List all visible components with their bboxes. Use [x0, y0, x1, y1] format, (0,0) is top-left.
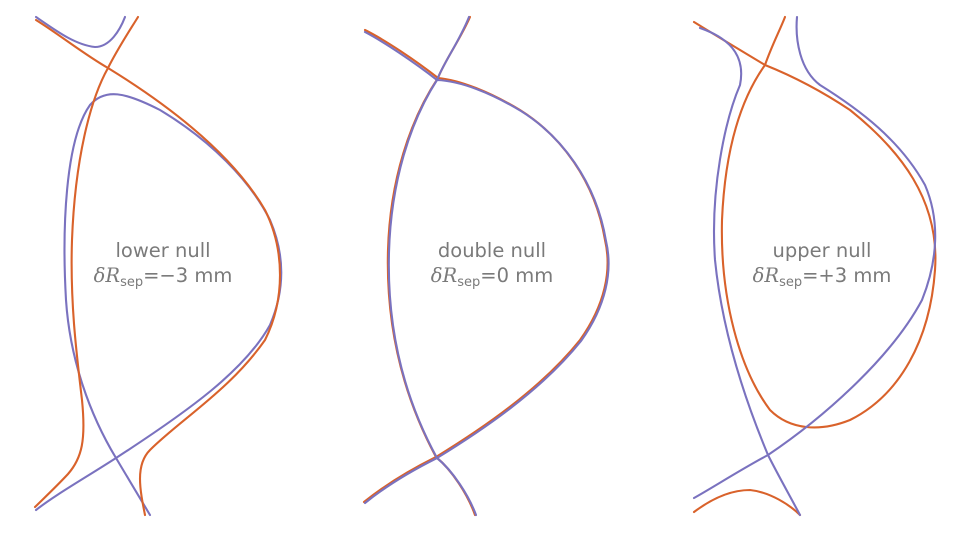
separatrix-purple-leg-lr	[435, 456, 478, 517]
panel-value: δRsep=−3 mm	[94, 264, 233, 290]
separatrix-orange-leg-upper-left	[34, 18, 110, 70]
separatrix-orange-core	[720, 63, 937, 429]
separatrix-purple-leg-ll	[692, 453, 770, 500]
panel-double-null: double null δRsep=0 mm	[362, 15, 610, 517]
separatrix-purple-leg-lr	[766, 453, 802, 517]
separatrix-purple-core	[698, 15, 937, 457]
separatrix-purple-core	[63, 93, 283, 460]
separatrix-orange-leg-ul	[692, 20, 767, 67]
separatrix-purple-private-top	[34, 15, 127, 49]
separatrix-orange-leg-upper-right	[106, 15, 140, 70]
panel-title: lower null	[115, 239, 210, 262]
panel-value: δRsep=0 mm	[431, 264, 553, 290]
separatrix-orange-leg-ul	[363, 28, 440, 80]
separatrix-purple-leg-ur	[435, 15, 471, 82]
panel-title: double null	[438, 239, 546, 262]
separatrix-purple-leg-lower-left	[34, 456, 118, 512]
panel-upper-null: upper null δRsep=+3 mm	[692, 15, 937, 517]
separatrix-orange-core	[33, 66, 110, 509]
separatrix-purple-leg-lower-right	[114, 456, 152, 517]
separatrix-orange-leg-ll	[362, 455, 438, 504]
separatrix-purple-leg-ul	[363, 30, 439, 82]
separatrix-purple-leg-ll	[363, 456, 439, 505]
panel-lower-null: lower null δRsep=−3 mm	[33, 15, 283, 517]
panel-value: δRsep=+3 mm	[753, 264, 892, 290]
panel-title: upper null	[773, 239, 872, 262]
separatrix-orange-private-bottom	[692, 488, 802, 517]
separatrix-orange-leg-ur	[763, 15, 787, 67]
separatrix-purple-core	[387, 78, 610, 460]
separatrix-orange-leg-lr	[434, 455, 477, 517]
separatrix-orange-right-branch	[106, 66, 282, 517]
